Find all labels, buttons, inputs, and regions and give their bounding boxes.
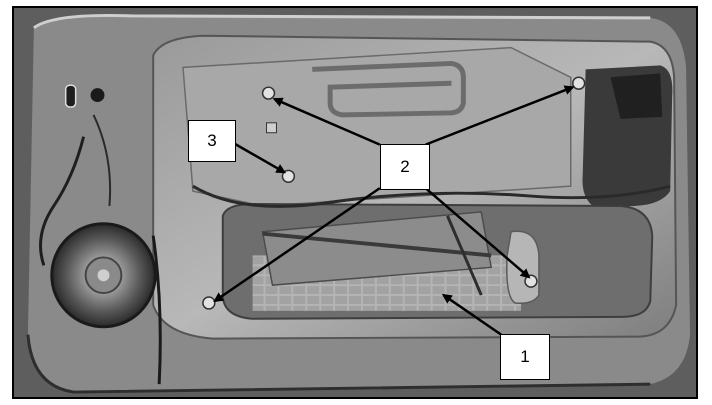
callout-3: 3 — [188, 120, 236, 162]
car-door-photo — [14, 8, 696, 397]
callout-2: 2 — [380, 144, 430, 190]
photo-frame: 3 2 1 — [12, 6, 698, 399]
callout-1: 1 — [500, 334, 550, 380]
